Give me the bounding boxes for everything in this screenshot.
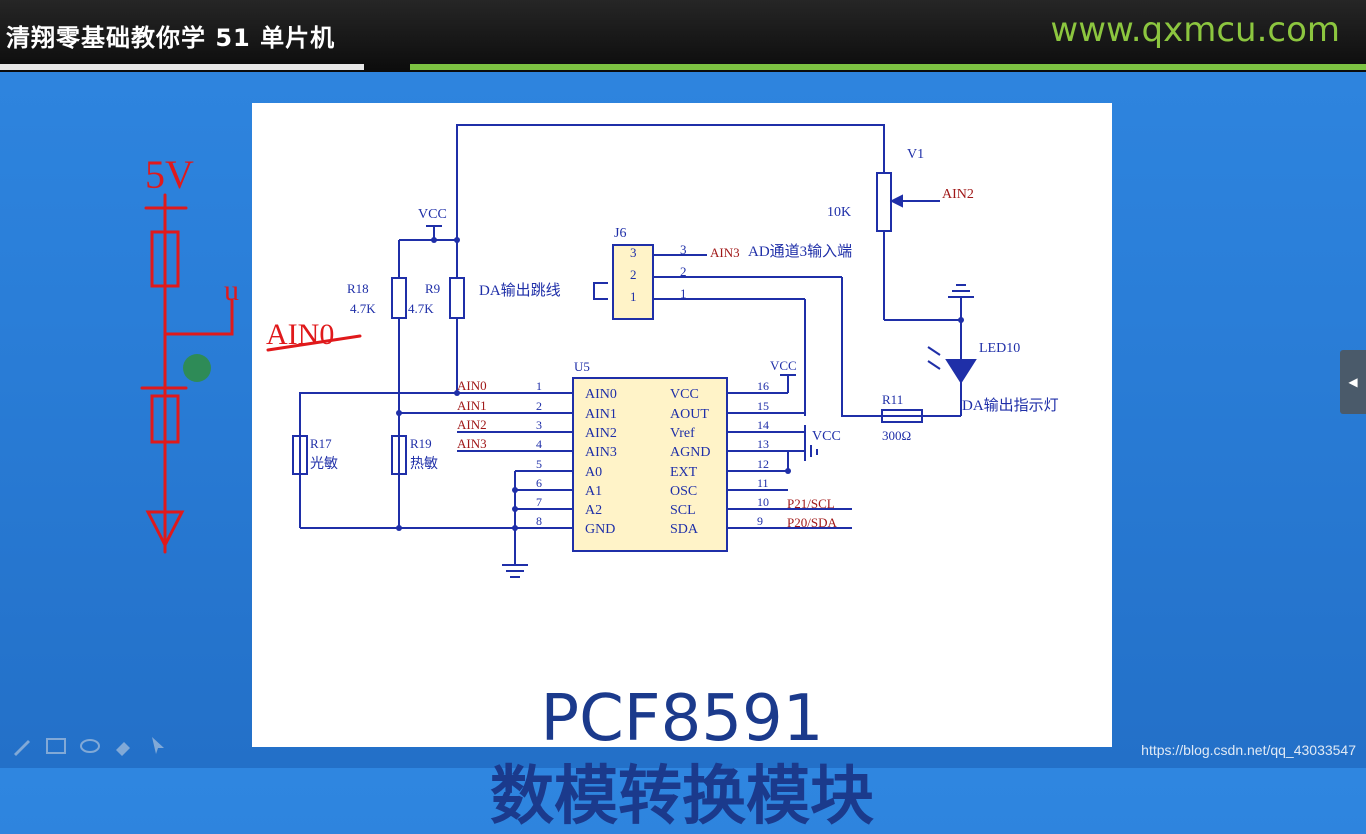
chevron-left-icon: ◀ (1348, 375, 1358, 389)
r18-value: 4.7K (350, 301, 376, 316)
vcc-label-u5: VCC (770, 358, 797, 373)
progress-bar-green (410, 64, 1366, 70)
u5-left-pin-number: 3 (536, 418, 542, 432)
r11-value: 300Ω (882, 428, 911, 443)
slide-content: V1 10K J6 DA输出跳线 AD通道3输入端 VCC R18 4.7K R… (252, 103, 1112, 829)
u5-left-pin-name: A1 (585, 484, 602, 499)
u5-left-pin-name: AIN0 (585, 387, 617, 402)
j6-pin-outer-label: 3 (680, 242, 687, 257)
r18-ref: R18 (347, 281, 369, 296)
r11-ref: R11 (882, 392, 903, 407)
u5-left-pin-net: AIN1 (457, 398, 487, 413)
u5-left-pin-name: GND (585, 522, 615, 537)
u5-left-pin-net: AIN2 (457, 417, 487, 432)
j6-desc: AD通道3输入端 (748, 243, 852, 260)
u5-right-pin-number: 11 (757, 476, 769, 490)
v1-value: 10K (827, 205, 851, 220)
u5-right-pin-name: AGND (670, 445, 710, 460)
pen-cursor (183, 354, 211, 382)
j6-ain3-net: AIN3 (710, 245, 740, 260)
u5-left-pin-name: A2 (585, 503, 602, 518)
u5-left-pin-number: 4 (536, 437, 542, 451)
j6-label: DA输出跳线 (479, 282, 561, 299)
u5-left-pin-net: AIN3 (457, 436, 487, 451)
u5-right-pin-name: SDA (670, 522, 699, 537)
u5-right-pin-name: SCL (670, 503, 696, 518)
u5-right-pin-number: 9 (757, 514, 763, 528)
u5-left-pin-number: 6 (536, 476, 542, 490)
slide-heading-model: PCF8591 (540, 682, 824, 756)
u5-right-pin-number: 12 (757, 457, 769, 471)
j6-pin-outer-label: 1 (680, 286, 687, 301)
u5-right-pin-number: 15 (757, 399, 769, 413)
u5-left-pin-number: 1 (536, 379, 542, 393)
u5-left-pin-name: AIN3 (585, 445, 617, 460)
u5-left-pin-name: AIN1 (585, 407, 617, 422)
course-title: 清翔零基础教你学 51 单片机 (6, 24, 336, 52)
u5-left-pin-net: AIN0 (457, 378, 487, 393)
u5-left-pin-number: 5 (536, 457, 542, 471)
progress-bar-white (0, 64, 364, 70)
u5-right-pin-number: 13 (757, 437, 769, 451)
u5-left-pin-number: 2 (536, 399, 542, 413)
u5-left-pin-number: 7 (536, 495, 542, 509)
u5-left-pin-name: AIN2 (585, 426, 617, 441)
pen-toolbar (10, 734, 170, 758)
v1-ref: V1 (907, 147, 924, 162)
r19-ref: R19 (410, 436, 432, 451)
u5-right-pin-name: OSC (670, 484, 697, 499)
u5-left-pin-number: 8 (536, 514, 542, 528)
u5-right-pin-number: 16 (757, 379, 769, 393)
v1-wiper-net: AIN2 (942, 187, 974, 202)
p21-net: P21/SCL (787, 496, 835, 511)
u5-right-pin-number: 10 (757, 495, 769, 509)
u5-right-pin-number: 14 (757, 418, 769, 432)
u5-right-pin-name: EXT (670, 465, 698, 480)
vcc-label-top: VCC (418, 207, 447, 222)
j6-ref: J6 (614, 226, 626, 241)
u5-right-pin-name: VCC (670, 387, 699, 402)
r9-value: 4.7K (408, 301, 434, 316)
ink-tool-icon[interactable] (78, 734, 102, 758)
pointer-icon[interactable] (146, 734, 170, 758)
schematic-diagram: V1 10K J6 DA输出跳线 AD通道3输入端 VCC R18 4.7K R… (292, 124, 1059, 578)
r17-ref: R17 (310, 436, 332, 451)
watermark: https://blog.csdn.net/qq_43033547 (1141, 742, 1356, 758)
slide-heading-desc: 数模转换模块 (490, 760, 874, 834)
j6-pin-inner-label: 1 (630, 289, 637, 304)
u5-ref: U5 (574, 359, 590, 374)
u5-right-pin-name: AOUT (670, 407, 709, 422)
site-url: www.qxmcu.com (1050, 10, 1340, 50)
u5-right-pin-name: Vref (670, 426, 695, 441)
vcc-label-vref: VCC (812, 429, 841, 444)
j6-pin-inner-label: 3 (630, 245, 637, 260)
r17-desc: 光敏 (310, 456, 338, 472)
p20-net: P20/SDA (787, 515, 837, 530)
led-desc: DA输出指示灯 (962, 397, 1059, 414)
j6-pin-inner-label: 2 (630, 267, 637, 282)
eraser-icon[interactable] (112, 734, 136, 758)
annotation-node: u (224, 274, 239, 307)
led-ref: LED10 (979, 341, 1020, 356)
r19-desc: 热敏 (410, 456, 438, 472)
pen-tool-icon[interactable] (10, 734, 34, 758)
slide-tool-icon[interactable] (44, 734, 68, 758)
j6-pin-outer-label: 2 (680, 264, 687, 279)
annotation-supply: 5V (145, 152, 194, 197)
side-panel-toggle[interactable]: ◀ (1340, 350, 1366, 414)
r9-ref: R9 (425, 281, 440, 296)
u5-left-pin-name: A0 (585, 465, 602, 480)
title-bar: 清翔零基础教你学 51 单片机 www.qxmcu.com (0, 0, 1366, 72)
